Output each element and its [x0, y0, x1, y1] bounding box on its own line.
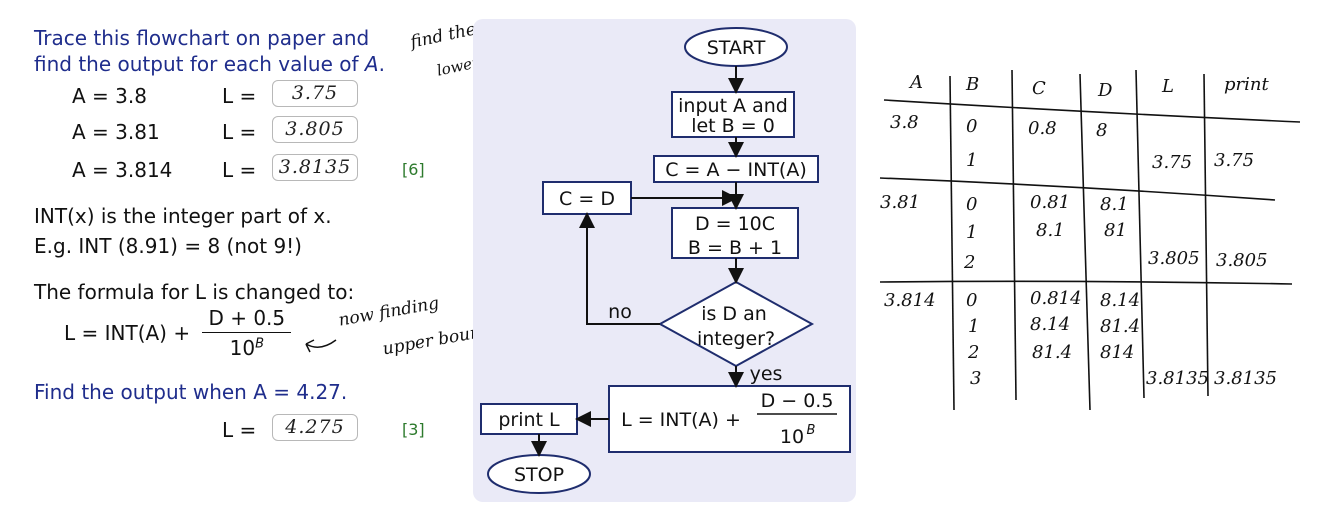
row-3-a-label: A = 3.814: [72, 158, 173, 182]
cell-d3-1: 81.4: [1100, 316, 1141, 337]
cell-b2-2: 2: [964, 252, 976, 273]
c-assign-label: C = A − INT(A): [665, 159, 807, 181]
decision-line2: integer?: [697, 328, 775, 350]
answer-value-3: 3.8135: [278, 156, 352, 178]
answer-value-2: 3.805: [285, 118, 345, 140]
cell-c1-0: 0.8: [1028, 118, 1057, 139]
cell-c3-2: 81.4: [1032, 342, 1073, 363]
answer-box-1[interactable]: 3.75: [272, 80, 358, 107]
print-label: print L: [498, 409, 560, 431]
cell-c3-0: 0.814: [1030, 288, 1082, 309]
cell-a1: 3.8: [890, 112, 919, 133]
formula-denominator: 10B: [229, 336, 264, 360]
cell-p2: 3.805: [1216, 250, 1268, 271]
l-formula-den: 10: [780, 426, 804, 448]
cell-d2-1: 81: [1104, 220, 1127, 241]
d-update-box: [671, 207, 799, 259]
header-print: print: [1224, 74, 1269, 95]
intro-line-1: Trace this flowchart on paper and: [34, 26, 370, 50]
c-eq-d-label: C = D: [559, 188, 615, 210]
row-3-l-label: L =: [222, 158, 257, 182]
cell-p3: 3.8135: [1214, 368, 1277, 389]
cell-b1-1: 1: [966, 150, 978, 171]
header-c: C: [1032, 78, 1046, 99]
cell-d1-0: 8: [1096, 120, 1108, 141]
cell-b3-3: 3: [970, 368, 982, 389]
cell-l2: 3.805: [1148, 248, 1200, 269]
l-formula-box: [608, 385, 851, 453]
stop-label: STOP: [514, 464, 564, 486]
cell-l3: 3.8135: [1146, 368, 1209, 389]
row-1-a-label: A = 3.8: [72, 84, 147, 108]
header-d: D: [1098, 80, 1113, 101]
marks-3: [3]: [402, 420, 425, 439]
cell-b3-1: 1: [968, 316, 980, 337]
row-2-l-label: L =: [222, 120, 257, 144]
cell-b2-0: 0: [966, 194, 978, 215]
cell-a2: 3.81: [880, 192, 921, 213]
formula-lhs: L = INT(A) +: [64, 321, 191, 345]
cell-b2-1: 1: [966, 222, 978, 243]
intro-line-2: find the output for each value of A.: [34, 52, 385, 76]
header-a: A: [910, 72, 923, 93]
cell-c2-0: 0.81: [1030, 192, 1071, 213]
modified-formula: L = INT(A) + D + 0.5 10B: [64, 306, 292, 360]
l-formula-exp: B: [807, 423, 816, 438]
input-line1: input A and: [678, 95, 788, 117]
header-b: B: [966, 74, 980, 95]
cell-l1: 3.75: [1152, 152, 1193, 173]
cell-b3-2: 2: [968, 342, 980, 363]
answer-box-2[interactable]: 3.805: [272, 116, 358, 143]
find-prompt: Find the output when A = 4.27.: [34, 380, 348, 404]
yes-label: yes: [750, 363, 783, 385]
formula-numerator: D + 0.5: [202, 306, 292, 333]
no-label: no: [608, 301, 632, 323]
row-2-a-label: A = 3.81: [72, 120, 160, 144]
answer-value-final: 4.275: [285, 416, 345, 438]
decision-line1: is D an: [701, 303, 767, 325]
answer-box-3[interactable]: 3.8135: [272, 154, 358, 181]
cell-d3-0: 8.14: [1100, 290, 1141, 311]
cell-a3: 3.814: [884, 290, 936, 311]
answer-value-1: 3.75: [291, 82, 339, 104]
start-label: START: [707, 37, 766, 59]
cell-b1-0: 0: [966, 116, 978, 137]
final-l-label: L =: [222, 418, 257, 442]
int-definition: INT(x) is the integer part of x.: [34, 204, 332, 228]
cell-d2-0: 8.1: [1100, 194, 1129, 215]
formula-intro: The formula for L is changed to:: [34, 280, 355, 304]
d-line1: D = 10C: [695, 213, 775, 235]
cell-d3-2: 814: [1100, 342, 1135, 363]
cell-b3-0: 0: [966, 290, 978, 311]
marks-6: [6]: [402, 160, 425, 179]
answer-box-final[interactable]: 4.275: [272, 414, 358, 441]
note-arrow-icon: [305, 339, 337, 353]
input-line2: let B = 0: [691, 115, 775, 137]
cell-c3-1: 8.14: [1030, 314, 1071, 335]
d-line2: B = B + 1: [688, 237, 782, 259]
row-1-l-label: L =: [222, 84, 257, 108]
int-example: E.g. INT (8.91) = 8 (not 9!): [34, 234, 302, 258]
l-formula-lhs: L = INT(A) +: [621, 409, 741, 431]
cell-c2-1: 8.1: [1036, 220, 1065, 241]
formula-fraction: D + 0.5 10B: [202, 306, 292, 360]
header-l: L: [1162, 76, 1174, 97]
cell-p1: 3.75: [1214, 150, 1255, 171]
l-formula-num: D − 0.5: [761, 390, 834, 412]
